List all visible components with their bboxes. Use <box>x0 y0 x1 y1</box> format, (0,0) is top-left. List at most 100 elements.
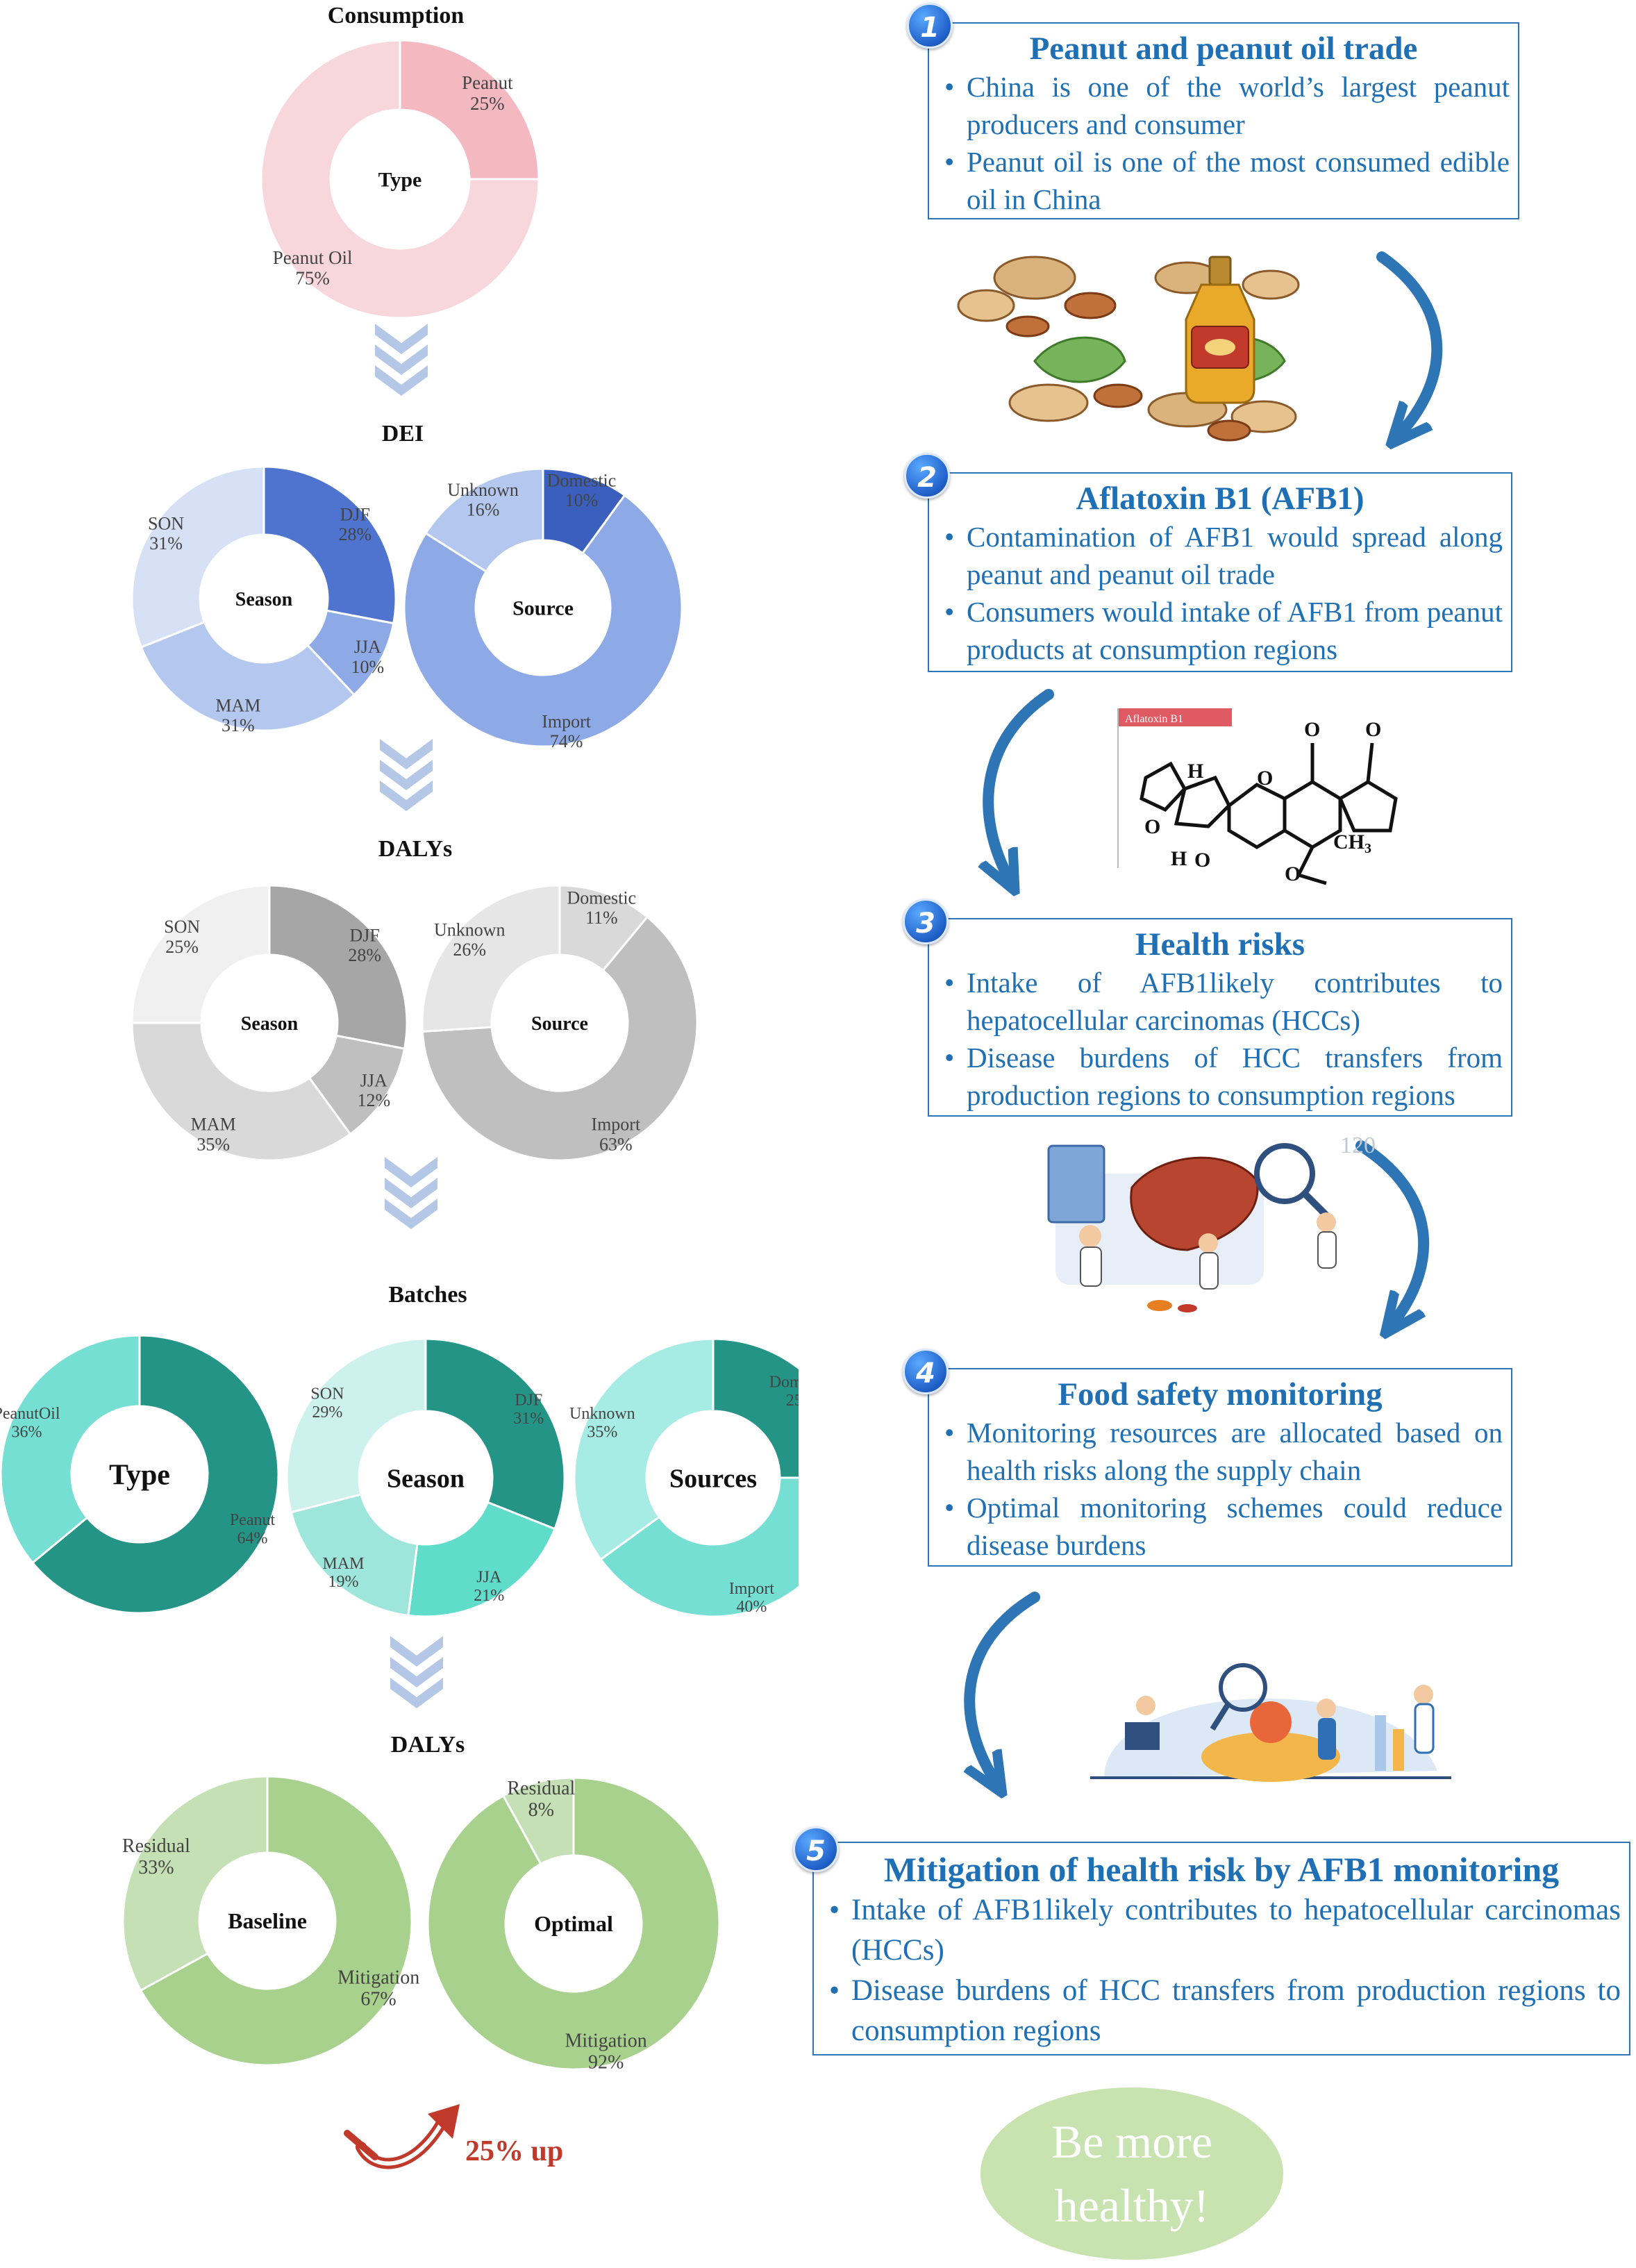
step-number-badge: 2 <box>904 453 950 499</box>
slice-label: Import <box>542 711 592 731</box>
donut-slice-djf <box>424 1337 566 1531</box>
down-chevron-icon <box>385 1157 437 1229</box>
flow-arrow-icon <box>988 689 1054 875</box>
donut-center-label: Source <box>512 597 574 620</box>
section-title-dalys: DALYs <box>378 836 453 862</box>
section-title-dei: DEI <box>381 421 424 447</box>
donut-slice-import <box>421 915 699 1162</box>
aflatoxin-molecule-labels: Aflatoxin B1 O O O O O O H H CH3 <box>1125 713 1381 885</box>
oxygen-label: O <box>1194 849 1210 872</box>
oxygen-label: O <box>1304 718 1320 741</box>
slice-percent-label: 31% <box>222 715 255 735</box>
health-risk-illustration: 120 <box>1047 1133 1376 1312</box>
step-number-badge: 4 <box>903 1349 949 1394</box>
slice-label: Unknown <box>447 480 519 500</box>
step-bullet: Consumers would intake of AFB1 from pean… <box>939 593 1503 668</box>
peanut-illustration <box>957 256 1300 442</box>
slice-label: Peanut Oil <box>273 247 353 268</box>
slice-label: Unknown <box>569 1405 635 1423</box>
step-box-aflatoxin: Aflatoxin B1 (AFB1) Contamination of AFB… <box>928 472 1512 672</box>
slice-label: JJA <box>476 1569 502 1587</box>
donut-slice-domestic <box>712 1337 799 1479</box>
donut-center-label: Season <box>235 589 293 610</box>
donut-center-label: Season <box>241 1013 299 1035</box>
donut-slice-djf <box>268 884 408 1050</box>
section-title-dalys-mitigation: DALYs <box>390 1732 465 1758</box>
slice-percent-label: 74% <box>550 731 583 751</box>
donut-center-label: Baseline <box>228 1908 307 1933</box>
step-number-badge: 1 <box>907 3 953 49</box>
molecule-name-label: Aflatoxin B1 <box>1125 713 1183 725</box>
donut-center-label: Type <box>378 169 422 192</box>
slice-percent-label: 31% <box>149 533 183 553</box>
donut-slice-import <box>599 1476 799 1618</box>
donut-center-label: Optimal <box>534 1911 613 1936</box>
svg-text:120: 120 <box>1340 1133 1376 1158</box>
step-number-badge: 3 <box>903 899 949 944</box>
slice-label: Peanut <box>230 1511 276 1529</box>
slice-percent-label: 26% <box>453 940 486 960</box>
slice-percent-label: 33% <box>138 1857 174 1878</box>
donut-center-label: Type <box>109 1460 170 1492</box>
step-box-monitoring: Food safety monitoring Monitoring resour… <box>928 1368 1512 1567</box>
oxygen-label: O <box>1144 815 1160 838</box>
step-bullet: Disease burdens of HCC transfers from pr… <box>939 1039 1503 1114</box>
step-bullet: Optimal monitoring schemes could reduce … <box>939 1489 1503 1564</box>
slice-label: Mitigation <box>565 2031 647 2052</box>
slice-label: Peanut <box>462 72 513 93</box>
increase-label: 25% up <box>465 2135 564 2167</box>
step-number-badge: 5 <box>793 1826 839 1872</box>
food-monitoring-illustration <box>1090 1663 1451 1782</box>
slice-label: Domestic <box>567 888 636 908</box>
slice-percent-label: 35% <box>197 1134 230 1154</box>
slice-percent-label: 19% <box>328 1573 358 1591</box>
slice-percent-label: 92% <box>588 2051 624 2073</box>
step-bullet: Disease burdens of HCC transfers from pr… <box>824 1971 1621 2051</box>
slice-label: Unknown <box>434 919 506 940</box>
slice-percent-label: 10% <box>351 657 384 677</box>
slogan-line-2: healthy! <box>1054 2179 1210 2232</box>
donut-slice-unknown <box>421 884 561 1033</box>
flow-arrow-icon <box>969 1592 1040 1778</box>
slice-percent-label: 28% <box>348 945 381 965</box>
section-title-batches: Batches <box>388 1282 467 1308</box>
slice-percent-label: 28% <box>338 524 372 544</box>
oxygen-label: O <box>1257 767 1273 790</box>
donut-slice-mitigation <box>139 1775 413 2067</box>
step-bullet: Intake of AFB1likely contributes to hepa… <box>939 964 1503 1039</box>
donut-slice-son <box>131 465 265 649</box>
slice-label: MAM <box>215 695 260 715</box>
donut-slice-mam <box>131 1022 352 1162</box>
donut-slice-unknown <box>424 467 544 574</box>
slice-percent-label: 75% <box>295 268 330 289</box>
down-chevron-icon <box>380 739 433 811</box>
slice-label: Import <box>591 1115 641 1135</box>
donut-slice-mam <box>140 620 356 732</box>
slice-label: PeanutOil <box>0 1405 60 1423</box>
slice-label: DJF <box>340 504 370 524</box>
slice-label: SON <box>164 917 200 937</box>
step-bullet: Monitoring resources are allocated based… <box>939 1414 1503 1489</box>
step-title: Health risks <box>1135 926 1305 962</box>
slice-percent-label: 31% <box>513 1410 544 1428</box>
slice-label: MAM <box>191 1115 236 1135</box>
step-bullet: Contamination of AFB1 would spread along… <box>939 518 1503 593</box>
donut-center-label: Sources <box>669 1464 757 1493</box>
donut-center-label: Season <box>387 1464 465 1493</box>
donut-slice-peanutoil <box>0 1334 141 1565</box>
aflatoxin-molecule-illustration <box>1117 708 1398 885</box>
step-title: Peanut and peanut oil trade <box>1029 31 1418 67</box>
slice-percent-label: 8% <box>528 1799 554 1821</box>
hydrogen-label: H <box>1187 760 1203 783</box>
donut-slice-peanut <box>31 1334 280 1615</box>
down-chevron-icon <box>375 324 428 396</box>
methyl-label: CH3 <box>1333 831 1371 856</box>
slice-label: SON <box>148 513 184 533</box>
slice-label: Residual <box>122 1835 190 1857</box>
slice-label: Residual <box>507 1778 575 1799</box>
slice-percent-label: 64% <box>237 1529 268 1547</box>
donut-slice-residual <box>122 1775 269 1992</box>
oxygen-label: O <box>1285 862 1301 885</box>
step-bullet: Peanut oil is one of the most consumed e… <box>939 143 1510 218</box>
slice-percent-label: 29% <box>312 1403 342 1421</box>
